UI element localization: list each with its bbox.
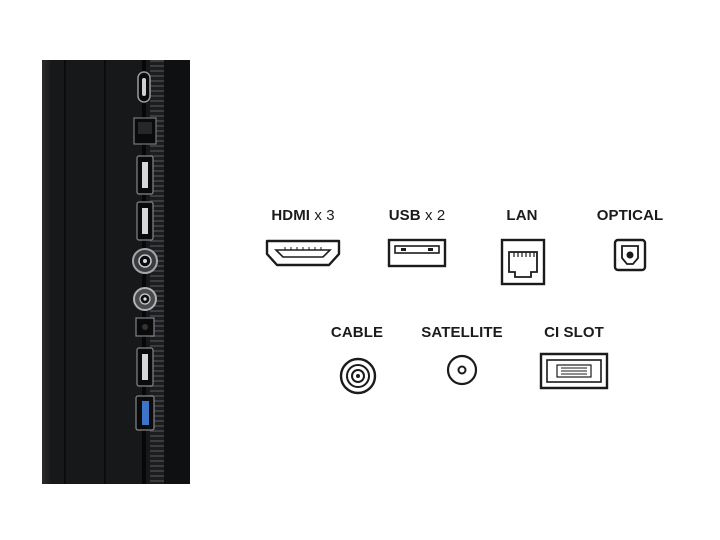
usb-c-port <box>137 71 151 103</box>
coax-port <box>132 248 158 274</box>
lan-port <box>133 117 157 145</box>
ci-slot-label: CI SLOT <box>544 324 604 341</box>
usb3-port <box>135 395 155 431</box>
port-strip <box>164 60 190 484</box>
hdmi-port-icon <box>265 239 341 267</box>
usb-label-count: x 2 <box>424 207 446 224</box>
hdmi-label: HDMI x 3 <box>271 207 334 224</box>
hdmi-port <box>136 155 154 195</box>
satellite-label: SATELLITE <box>421 324 503 341</box>
hdmi-port <box>136 201 154 241</box>
hdmi-label-count: x 3 <box>314 207 335 224</box>
optical-port <box>135 317 155 337</box>
tv-back-panel-image <box>42 60 190 484</box>
hdmi-port <box>136 347 154 387</box>
ci-card-slot-icon <box>539 352 609 390</box>
cable-label: CABLE <box>330 324 384 341</box>
panel-edge <box>42 60 50 484</box>
f-connector-icon <box>446 354 478 386</box>
optical-port-icon <box>613 238 647 272</box>
usb-label-name: USB <box>388 207 421 224</box>
satellite-port <box>133 287 157 311</box>
usb-label: USB x 2 <box>389 207 446 224</box>
ethernet-port-icon <box>500 238 546 286</box>
coaxial-port-icon <box>339 357 377 395</box>
panel-groove <box>64 60 66 484</box>
hdmi-label-name: HDMI <box>271 207 311 224</box>
panel-groove <box>104 60 106 484</box>
optical-label: OPTICAL <box>596 207 664 224</box>
usb-port-icon <box>387 238 447 268</box>
lan-label: LAN <box>506 207 538 224</box>
